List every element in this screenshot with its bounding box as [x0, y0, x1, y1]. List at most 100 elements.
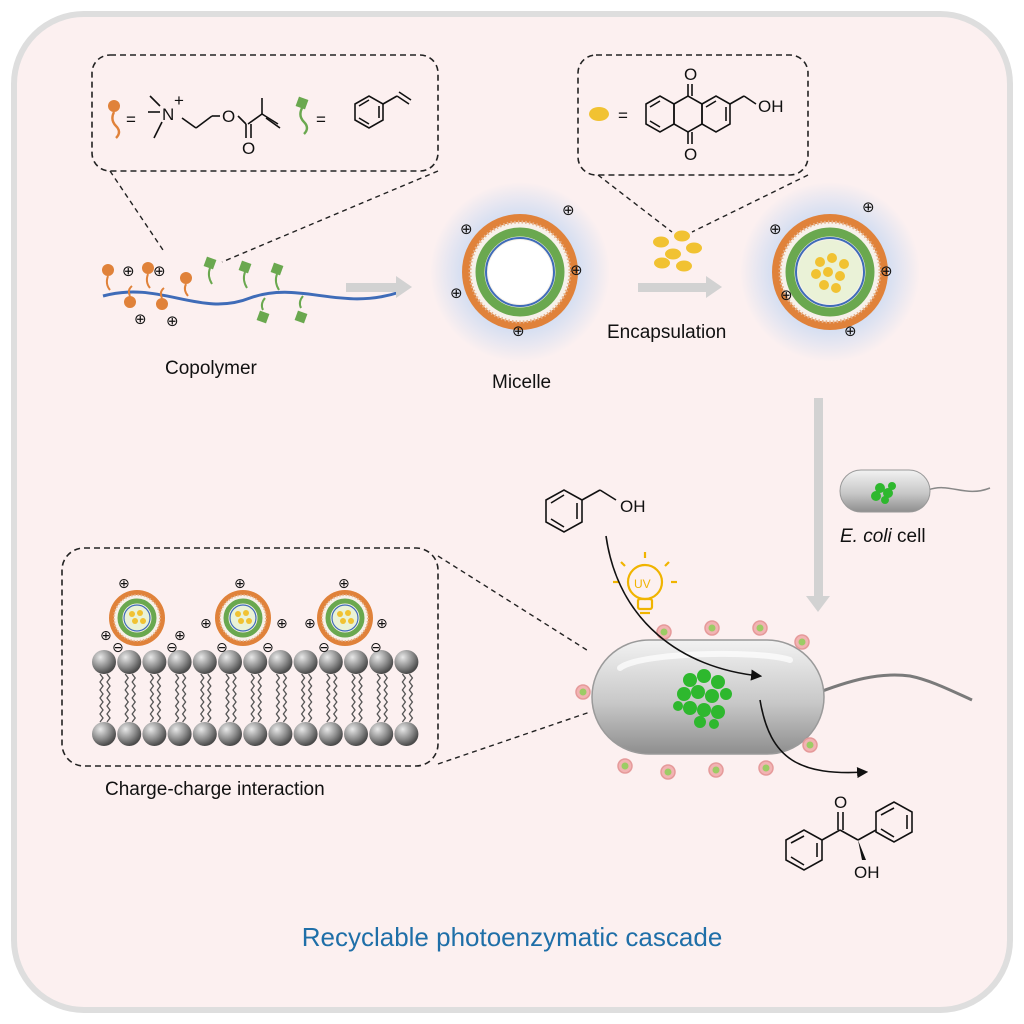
anthraquinone-structure — [645, 84, 757, 144]
lipid-head — [92, 650, 116, 674]
membrane-micelle-3 — [317, 590, 373, 646]
process-arrow-2 — [638, 276, 722, 298]
styrene-structure — [354, 91, 412, 129]
svg-text:⊕: ⊕ — [122, 262, 135, 280]
svg-text:⊕: ⊕ — [780, 286, 793, 304]
svg-text:⊖: ⊖ — [370, 640, 382, 656]
svg-text:⊕: ⊕ — [118, 576, 130, 592]
dye-icon — [589, 107, 609, 121]
lipid-head — [394, 722, 419, 746]
svg-text:⊖: ⊖ — [166, 640, 178, 656]
lipid-head — [117, 722, 142, 746]
membrane-micelle-2 — [215, 590, 271, 646]
empty-micelle — [430, 182, 610, 362]
product-arrow — [759, 699, 869, 779]
hydrophobic-monomer-icon — [295, 96, 309, 135]
leader-line-4 — [691, 174, 809, 233]
leader-line-1 — [109, 170, 166, 254]
lipid-head — [192, 722, 217, 746]
monomer-structure-box — [91, 54, 439, 172]
lipid-tail — [351, 673, 356, 723]
lipid-tail — [131, 673, 137, 723]
lipid-head — [369, 650, 394, 674]
svg-text:⊕: ⊕ — [174, 628, 186, 644]
figure-title: Recyclable photoenzymatic cascade — [302, 922, 723, 952]
svg-text:⊕: ⊕ — [450, 284, 463, 302]
membrane-negative-charges: ⊖⊖⊖ ⊖⊖⊖ — [112, 640, 382, 656]
lipid-head — [167, 722, 192, 746]
lipid-head — [192, 650, 217, 674]
loaded-micelle-charges: ⊕⊕⊕ ⊕⊕ — [769, 198, 893, 340]
membrane-micelle-1 — [109, 590, 165, 646]
lipid-tail — [325, 673, 331, 723]
lipid-bilayer — [92, 650, 419, 746]
lipid-head — [92, 722, 116, 746]
svg-text:⊖: ⊖ — [112, 640, 124, 656]
lipid-tail — [232, 673, 237, 723]
lipid-head — [318, 722, 343, 746]
benzyl-hydroxyl: OH — [620, 497, 646, 516]
lipid-tail — [257, 673, 263, 723]
lipid-head — [394, 650, 419, 674]
svg-text:⊕: ⊕ — [100, 628, 112, 644]
benzyl-alcohol-structure — [545, 489, 617, 533]
micelle-label: Micelle — [492, 372, 551, 393]
positive-charge-symbols: ⊕⊕ ⊕⊕ — [122, 262, 179, 330]
membrane-interaction-box — [61, 547, 439, 767]
svg-text:⊕: ⊕ — [338, 576, 350, 592]
svg-text:⊕: ⊕ — [376, 616, 388, 632]
lipid-head — [117, 650, 142, 674]
lipid-tail — [124, 673, 130, 723]
lipid-head — [167, 650, 192, 674]
lipid-head — [142, 722, 167, 746]
membrane-positive-charges: ⊕⊕⊕ ⊕⊕⊕ ⊕⊕⊕ — [100, 576, 388, 644]
lipid-tail — [206, 673, 212, 723]
equals-sign-3: = — [618, 106, 628, 125]
lipid-tail — [282, 673, 288, 723]
lipid-head — [142, 650, 167, 674]
lipid-head — [218, 650, 242, 674]
process-arrow-1 — [346, 276, 412, 298]
svg-text:⊕: ⊕ — [512, 322, 525, 340]
benzoin-hydroxyl: OH — [854, 863, 880, 882]
svg-text:⊕: ⊕ — [460, 220, 473, 238]
equals-sign: = — [126, 110, 136, 129]
leader-line-5 — [437, 555, 591, 653]
lipid-tail — [225, 673, 230, 723]
lipid-head — [268, 650, 293, 674]
process-arrow-3 — [806, 398, 830, 612]
quinone-oxygen-top: O — [684, 65, 697, 84]
lipid-tail — [401, 673, 407, 723]
svg-text:⊖: ⊖ — [262, 640, 274, 656]
lipid-tail — [376, 673, 382, 723]
substrate-arrow — [605, 535, 763, 681]
equals-sign-2: = — [316, 110, 326, 129]
uv-label: UV — [634, 577, 651, 591]
lipid-tail — [408, 673, 414, 723]
lipid-tail — [307, 673, 313, 723]
svg-text:⊕: ⊕ — [134, 310, 147, 328]
quinone-oxygen-bottom: O — [684, 145, 697, 164]
lipid-tail — [275, 673, 281, 723]
lipid-tail — [358, 673, 363, 723]
svg-text:⊕: ⊕ — [880, 262, 893, 280]
lipid-tail — [106, 673, 111, 723]
svg-text:⊕: ⊕ — [200, 616, 212, 632]
encapsulation-label: Encapsulation — [607, 322, 726, 343]
free-dye-molecules — [653, 230, 702, 272]
leader-line-2 — [221, 170, 439, 263]
lipid-tail — [174, 673, 180, 723]
svg-text:⊕: ⊕ — [562, 201, 575, 219]
lipid-tail — [99, 673, 104, 723]
ecoli-italic: E. coli — [840, 526, 893, 547]
ecoli-cell-label: E. coli cell — [840, 526, 926, 547]
charge-interaction-label: Charge-charge interaction — [105, 779, 325, 800]
benzoin-structure — [785, 801, 913, 871]
svg-text:⊕: ⊕ — [234, 576, 246, 592]
protein-cluster — [673, 669, 732, 729]
loaded-micelle — [740, 182, 920, 362]
svg-text:⊕: ⊕ — [862, 198, 875, 216]
dye-structure-box — [577, 54, 809, 176]
lipid-tail — [149, 673, 155, 723]
